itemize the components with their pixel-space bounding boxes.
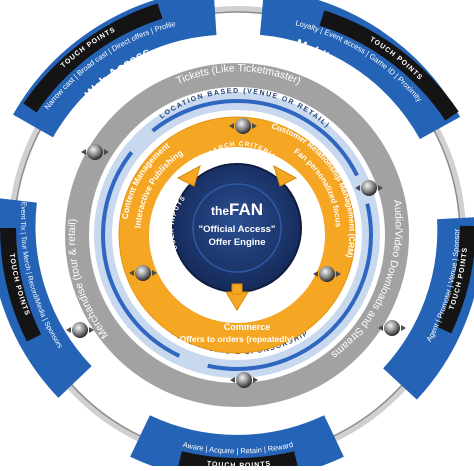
engine-title: "Official Access": [199, 224, 276, 235]
knob-upper-left-icon: [87, 144, 103, 160]
brand-the: the: [211, 204, 229, 218]
knob-lower-right-icon: [319, 266, 335, 282]
arrow-upper-left-icon: [176, 164, 201, 187]
arrow-upper-right-icon: [273, 164, 298, 187]
arrow-down-stem: [231, 283, 243, 295]
orange-ring-edge: [118, 116, 356, 354]
knob-right-icon: [361, 180, 377, 196]
knob-outer-right-icon: [384, 320, 400, 336]
touch-tab-third-party: [0, 227, 42, 342]
offers-to-orders-label: Offers to orders (repeatedly): [180, 334, 295, 344]
mobile-access-arc: [259, 0, 461, 140]
commerce-label: Commerce: [224, 322, 271, 332]
knob-group: [66, 118, 406, 388]
touch-tab-web: [23, 3, 163, 113]
knob-lower-left-icon: [135, 265, 151, 281]
touch-tab-events: [436, 225, 474, 334]
knob-bottom-icon: [236, 372, 252, 388]
knob-outer-left-icon: [72, 322, 88, 338]
brand-logo: theFAN: [211, 200, 263, 219]
brand-fan: FAN: [229, 200, 263, 219]
engine-subtitle: Offer Engine: [208, 237, 265, 248]
core-inner-ring: [192, 183, 282, 273]
arrow-down-icon: [225, 291, 249, 311]
knob-top-icon: [235, 118, 251, 134]
orange-ring: [119, 117, 355, 353]
touch-tab-mobile: [319, 10, 459, 121]
web-access-arc: [13, 0, 217, 138]
directtofan-arc: [130, 415, 344, 471]
blue-ring: [101, 99, 373, 371]
touch-points-direct-label: TOUCH POINTS: [206, 461, 271, 466]
gray-ring: [65, 63, 409, 407]
core-arrows: [176, 164, 298, 311]
